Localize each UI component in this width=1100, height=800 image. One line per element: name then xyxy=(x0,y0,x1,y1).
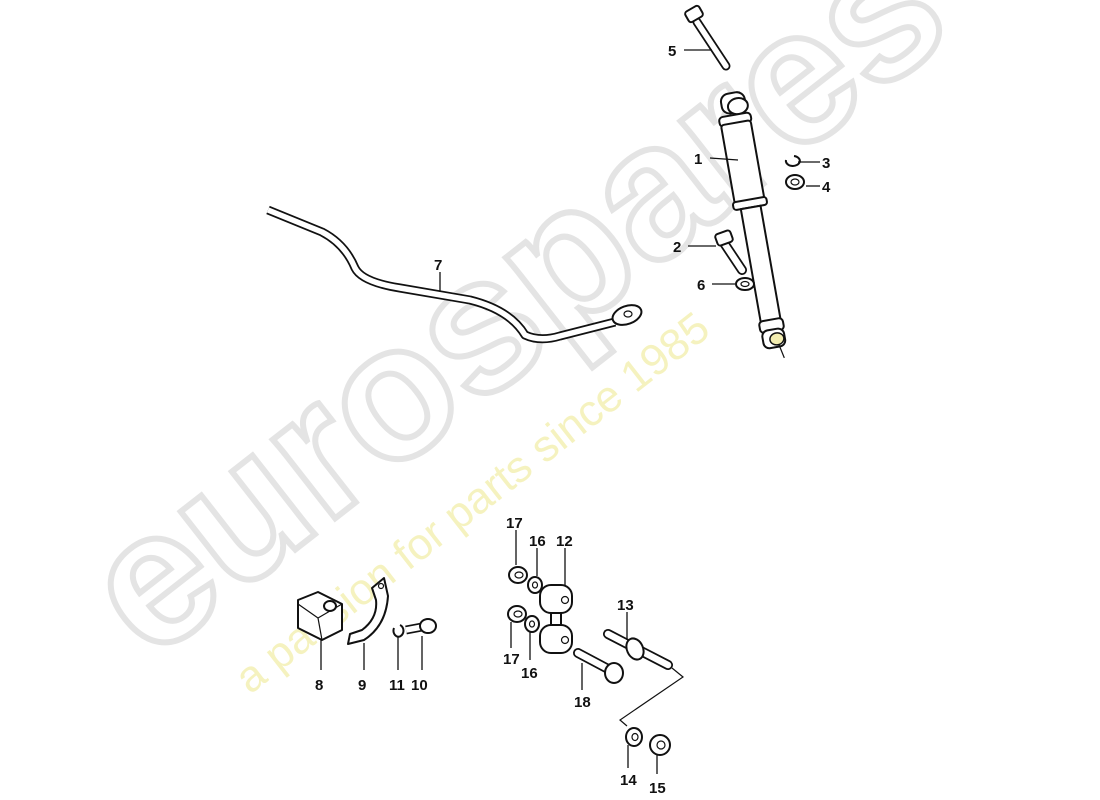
callout-18: 18 xyxy=(574,694,591,711)
callout-5: 5 xyxy=(668,43,676,60)
part-6-washer xyxy=(735,277,755,291)
part-16-washer-lower xyxy=(524,615,540,633)
callout-14: 14 xyxy=(620,772,637,789)
part-8-bushing xyxy=(297,591,343,641)
part-9-clamp xyxy=(347,577,389,645)
callout-17-lower: 17 xyxy=(503,651,520,668)
callout-15: 15 xyxy=(649,780,666,797)
part-5-bolt xyxy=(684,4,731,71)
part-12-coupling-link xyxy=(539,584,573,654)
callout-17-upper: 17 xyxy=(506,515,523,532)
callout-3: 3 xyxy=(822,155,830,172)
callout-8: 8 xyxy=(315,677,323,694)
callout-16-lower: 16 xyxy=(521,665,538,682)
part-1-shock-absorber xyxy=(718,91,787,359)
part-18-bolt xyxy=(573,648,624,684)
part-10-bolt xyxy=(405,618,437,635)
callout-9: 9 xyxy=(358,677,366,694)
part-3-clip xyxy=(784,155,801,167)
callout-12: 12 xyxy=(556,533,573,550)
part-4-nut xyxy=(785,174,805,190)
part-7-stabilizer-bar xyxy=(266,205,643,344)
callout-13: 13 xyxy=(617,597,634,614)
callout-11: 11 xyxy=(389,677,405,694)
callout-4: 4 xyxy=(822,179,831,196)
callout-10: 10 xyxy=(411,677,428,694)
part-13-stud xyxy=(603,629,673,670)
callout-1: 1 xyxy=(694,151,702,168)
callout-16-upper: 16 xyxy=(529,533,546,550)
part-15-nut xyxy=(649,734,671,756)
part-2-bolt xyxy=(714,229,747,275)
callout-6: 6 xyxy=(697,277,705,294)
assembly-leader-line xyxy=(619,667,685,727)
callout-7: 7 xyxy=(434,257,442,274)
watermark-brand: eurospares xyxy=(45,0,983,695)
callout-2: 2 xyxy=(673,239,681,256)
part-11-spring-washer xyxy=(392,624,405,638)
part-17-nut-upper xyxy=(508,566,528,584)
watermark: eurospares a passion for parts since 198… xyxy=(42,0,986,703)
part-14-washer xyxy=(625,727,643,747)
part-16-washer-upper xyxy=(527,576,543,594)
part-17-nut-lower xyxy=(507,605,527,623)
